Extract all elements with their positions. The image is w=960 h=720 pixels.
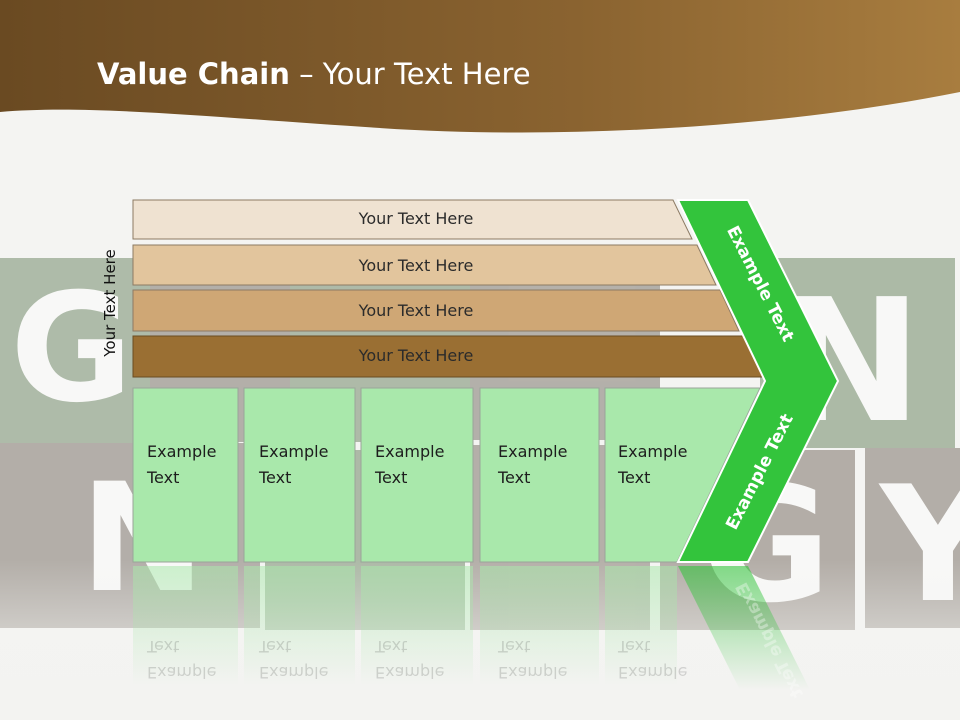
box-label-3: Example Text bbox=[375, 439, 444, 491]
box-1 bbox=[132, 387, 239, 563]
bg-letter: G bbox=[10, 262, 133, 436]
reflection-line: Example bbox=[147, 663, 217, 682]
box-label-line1: Example bbox=[375, 442, 445, 461]
slide-title: Value Chain – Your Text Here bbox=[97, 54, 531, 94]
box-label-line1: Example bbox=[259, 442, 329, 461]
title-rest: – Your Text Here bbox=[289, 57, 531, 91]
box-3 bbox=[360, 387, 474, 563]
reflection-line: Example bbox=[375, 663, 445, 682]
box-label-line2: Text bbox=[259, 468, 292, 487]
reflection-line: Text bbox=[259, 637, 292, 656]
band-label-2: Your Text Here bbox=[358, 256, 474, 275]
band-2 bbox=[132, 244, 717, 286]
box-label-line2: Text bbox=[618, 468, 651, 487]
reflection-line: Example bbox=[259, 663, 329, 682]
reflection-line: Example bbox=[618, 663, 688, 682]
box-label-line1: Example bbox=[147, 442, 217, 461]
band-label-3: Your Text Here bbox=[358, 301, 474, 320]
box-reflection-5: Example Text bbox=[618, 633, 687, 685]
box-label-5: Example Text bbox=[618, 439, 687, 491]
band-3 bbox=[132, 289, 740, 332]
box-reflection-3: Example Text bbox=[375, 633, 444, 685]
reflection-line: Text bbox=[147, 637, 180, 656]
box-label-line2: Text bbox=[498, 468, 531, 487]
box-label-1: Example Text bbox=[147, 439, 216, 491]
reflection-line: Text bbox=[375, 637, 408, 656]
box-reflection-4: Example Text bbox=[498, 633, 567, 685]
box-2 bbox=[243, 387, 356, 563]
box-label-line1: Example bbox=[498, 442, 568, 461]
title-bold: Value Chain bbox=[97, 57, 290, 91]
band-label-4: Your Text Here bbox=[358, 346, 474, 365]
band-1 bbox=[132, 199, 693, 240]
box-label-line2: Text bbox=[147, 468, 180, 487]
box-label-2: Example Text bbox=[259, 439, 328, 491]
chevron-arrow bbox=[676, 199, 840, 563]
reflection-line: Text bbox=[618, 637, 651, 656]
side-label: Your Text Here bbox=[101, 249, 119, 357]
box-label-line1: Example bbox=[618, 442, 688, 461]
box-label-line2: Text bbox=[375, 468, 408, 487]
box-label-4: Example Text bbox=[498, 439, 567, 491]
reflection-line: Text bbox=[498, 637, 531, 656]
header-wave bbox=[0, 0, 960, 133]
box-reflection-1: Example Text bbox=[147, 633, 216, 685]
reflection-line: Example bbox=[498, 663, 568, 682]
band-label-1: Your Text Here bbox=[358, 209, 474, 228]
box-reflection-2: Example Text bbox=[259, 633, 328, 685]
box-4 bbox=[479, 387, 600, 563]
